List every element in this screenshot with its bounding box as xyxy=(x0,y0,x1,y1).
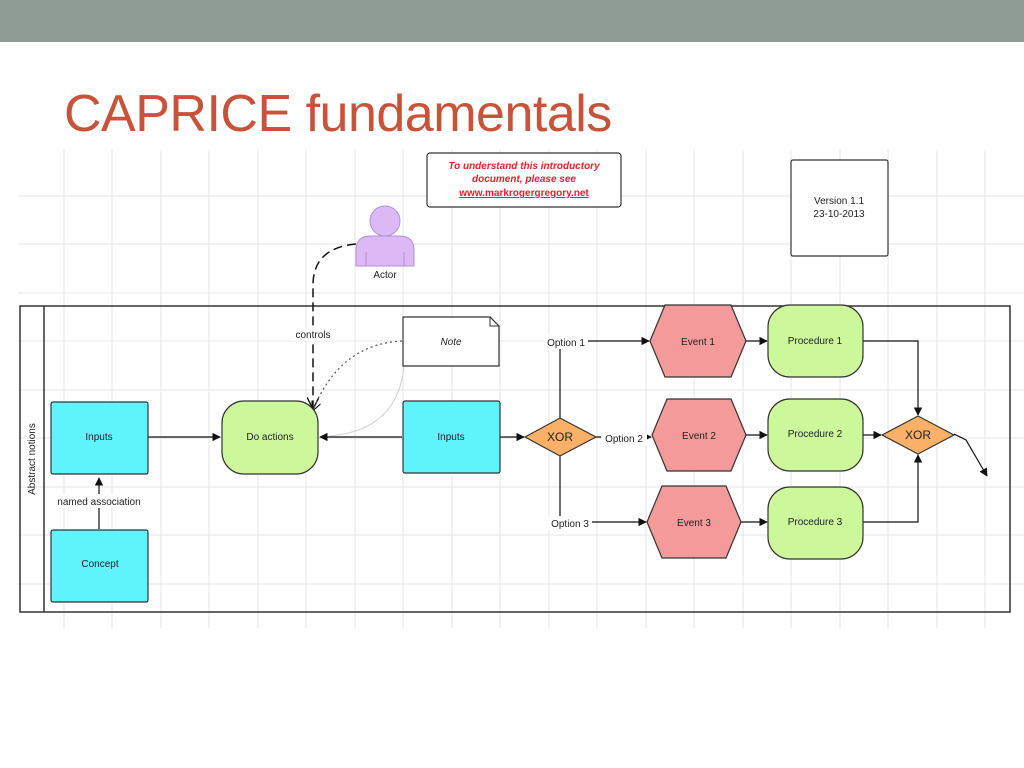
connectors xyxy=(94,243,988,529)
svg-text:controls: controls xyxy=(295,330,330,341)
actor-icon xyxy=(355,205,415,267)
node-procedure-2: Procedure 2 xyxy=(767,398,864,472)
version-date: 23-10-2013 xyxy=(813,209,865,220)
svg-text:Procedure 1: Procedure 1 xyxy=(788,336,843,347)
node-inputs-left: Inputs xyxy=(50,401,149,475)
info-box-line2: document, please see xyxy=(472,174,576,185)
swimlane-label: Abstract notions xyxy=(27,423,38,495)
node-do-actions: Do actions xyxy=(221,400,319,475)
info-box: To understand this introductory document… xyxy=(426,152,622,208)
node-xor-split: XOR xyxy=(523,417,598,457)
slide-title: CAPRICE fundamentals xyxy=(64,85,612,143)
top-bar xyxy=(0,0,1024,42)
svg-text:Concept: Concept xyxy=(81,559,118,570)
node-concept: Concept xyxy=(50,529,149,603)
version-text: Version 1.1 xyxy=(814,196,864,207)
svg-text:Option 2: Option 2 xyxy=(605,434,643,445)
svg-text:Event 3: Event 3 xyxy=(677,518,711,529)
actor-label: Actor xyxy=(373,270,397,281)
info-box-link[interactable]: www.markrogergregory.net xyxy=(458,188,589,199)
node-event-3: Event 3 xyxy=(646,485,742,559)
node-event-2: Event 2 xyxy=(651,398,747,472)
node-event-1: Event 1 xyxy=(649,304,747,378)
svg-text:XOR: XOR xyxy=(905,428,931,442)
svg-text:Event 1: Event 1 xyxy=(681,337,715,348)
edge-label-named-association: named association xyxy=(52,494,146,508)
svg-text:Procedure 2: Procedure 2 xyxy=(788,429,843,440)
node-note: Note xyxy=(402,316,500,367)
svg-text:XOR: XOR xyxy=(547,430,573,444)
svg-text:Option 1: Option 1 xyxy=(547,338,585,349)
svg-text:named association: named association xyxy=(57,497,140,508)
edge-label-option3: Option 3 xyxy=(548,516,592,530)
svg-text:Procedure 3: Procedure 3 xyxy=(788,517,843,528)
node-procedure-1: Procedure 1 xyxy=(767,304,864,378)
version-box: Version 1.1 23-10-2013 xyxy=(790,159,889,257)
node-inputs-mid: Inputs xyxy=(402,400,501,474)
edge-label-controls: controls xyxy=(290,327,336,341)
info-box-line1: To understand this introductory xyxy=(448,161,600,172)
swimlane: Abstract notions xyxy=(19,305,1011,613)
svg-text:Option 3: Option 3 xyxy=(551,519,589,530)
svg-text:Note: Note xyxy=(440,337,462,348)
edge-label-option1: Option 1 xyxy=(544,335,588,349)
edge-label-option2: Option 2 xyxy=(601,431,647,445)
svg-text:Do actions: Do actions xyxy=(246,432,293,443)
node-xor-join: XOR xyxy=(880,415,956,455)
svg-text:Inputs: Inputs xyxy=(85,432,112,443)
node-procedure-3: Procedure 3 xyxy=(767,486,864,560)
svg-text:Inputs: Inputs xyxy=(437,432,464,443)
svg-text:Event 2: Event 2 xyxy=(682,431,716,442)
